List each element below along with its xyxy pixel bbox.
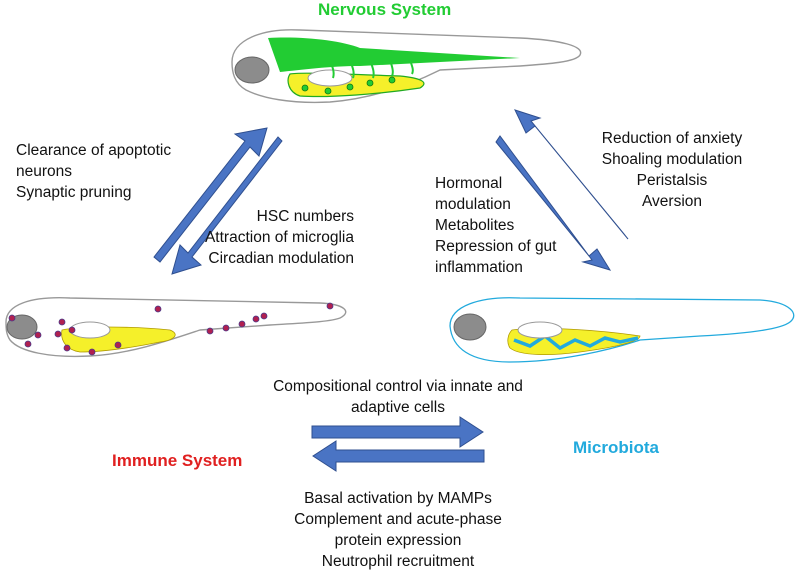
label-microbiota-to-immune: Basal activation by MAMPs Complement and… [294,490,502,570]
label-immune-to-microbiota: Compositional control via innate and ada… [273,378,523,416]
immune-system-title: Immune System [112,451,243,470]
microbiota-title: Microbiota [573,438,659,457]
label-immune-to-nervous: Clearance of apoptotic neurons Synaptic … [16,142,172,201]
nervous-system-title: Nervous System [318,0,452,19]
arrow-microbiota-to-nervous [514,109,629,240]
label-nervous-to-immune: HSC numbers Attraction of microglia Circ… [204,208,354,267]
arrow-microbiota-to-immune [312,440,485,472]
microbiota-larva [449,297,795,363]
macrophage-markers [8,302,334,356]
label-nervous-to-microbiota: Reduction of anxiety Shoaling modulation… [601,130,743,210]
label-microbiota-to-nervous: Hormonal modulation Metabolites Repressi… [435,175,557,276]
immune-system-larva [5,297,347,358]
arrow-immune-to-nervous [153,127,268,263]
arrow-nervous-to-microbiota [495,135,612,271]
arrow-nervous-to-immune [171,136,283,275]
nervous-system-larva [231,29,582,104]
arrow-immune-to-microbiota [311,416,484,448]
